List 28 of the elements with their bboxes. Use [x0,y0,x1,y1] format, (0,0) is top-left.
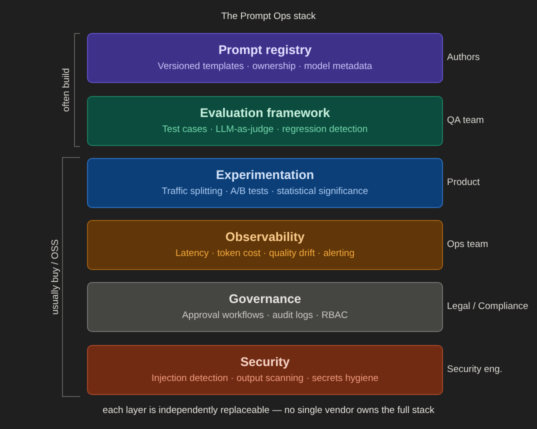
layer-band [87,345,443,395]
owner-label: Ops team [447,240,488,250]
layer-band [87,158,443,208]
bracket-label: usually buy / OSS [50,239,62,315]
layer-title: Security [240,356,290,370]
layer-description: Injection detection · output scanning · secrets hygiene [151,374,379,384]
layer-description: Versioned templates · ownership · model metadata [158,62,372,72]
layer-band [87,96,443,146]
layer-band [87,220,443,270]
layer-description: Approval workflows · audit logs · RBAC [182,310,348,322]
layer-title: Evaluation framework [200,106,330,121]
layer-title: Experimentation [216,168,314,183]
owner-label: Authors [447,52,480,64]
caption: each layer is independently replaceable — no single vendor owns the full stack [102,405,434,416]
bracket-label: often build [62,68,72,112]
owner-label: QA team [447,116,484,126]
diagram-title: The Prompt Ops stack [221,11,316,22]
owner-label: Legal / Compliance [447,302,528,312]
layer-title: Prompt registry [218,44,312,58]
layer-description: Traffic splitting · A/B tests · statistical significance [162,186,368,198]
layer-description: Test cases · LLM-as-judge · regression detection [162,124,368,136]
layer-title: Governance [228,292,302,307]
layer-band [87,33,443,83]
layer-description: Latency · token cost · quality drift · alerting [176,248,354,260]
layer-title: Observability [225,230,305,245]
owner-label: Security eng. [447,364,502,376]
owner-label: Product [447,178,480,188]
layer-band [87,282,443,332]
